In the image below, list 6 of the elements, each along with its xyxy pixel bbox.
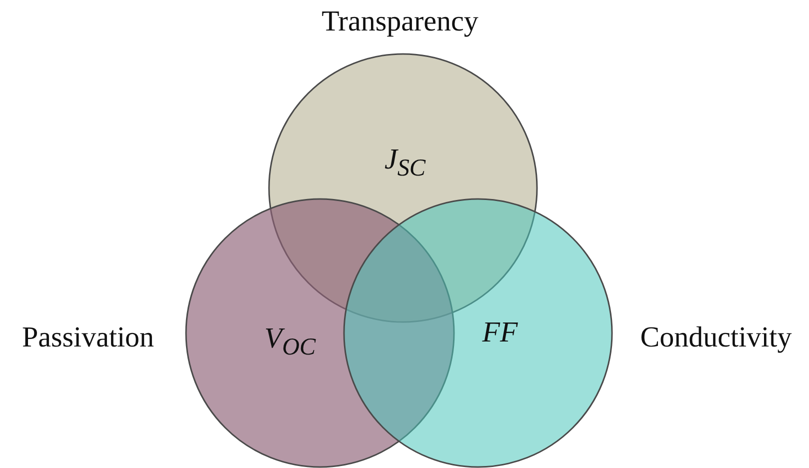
circle-heading: Conductivity [640,324,792,352]
circle-label: FF [482,318,518,348]
circle-label: V$_{OC}$ [264,324,316,360]
circle-heading: Transparency [322,8,478,36]
circle-label: J$_{SC}$ [384,146,426,180]
circle-heading: Passivation [22,324,154,352]
